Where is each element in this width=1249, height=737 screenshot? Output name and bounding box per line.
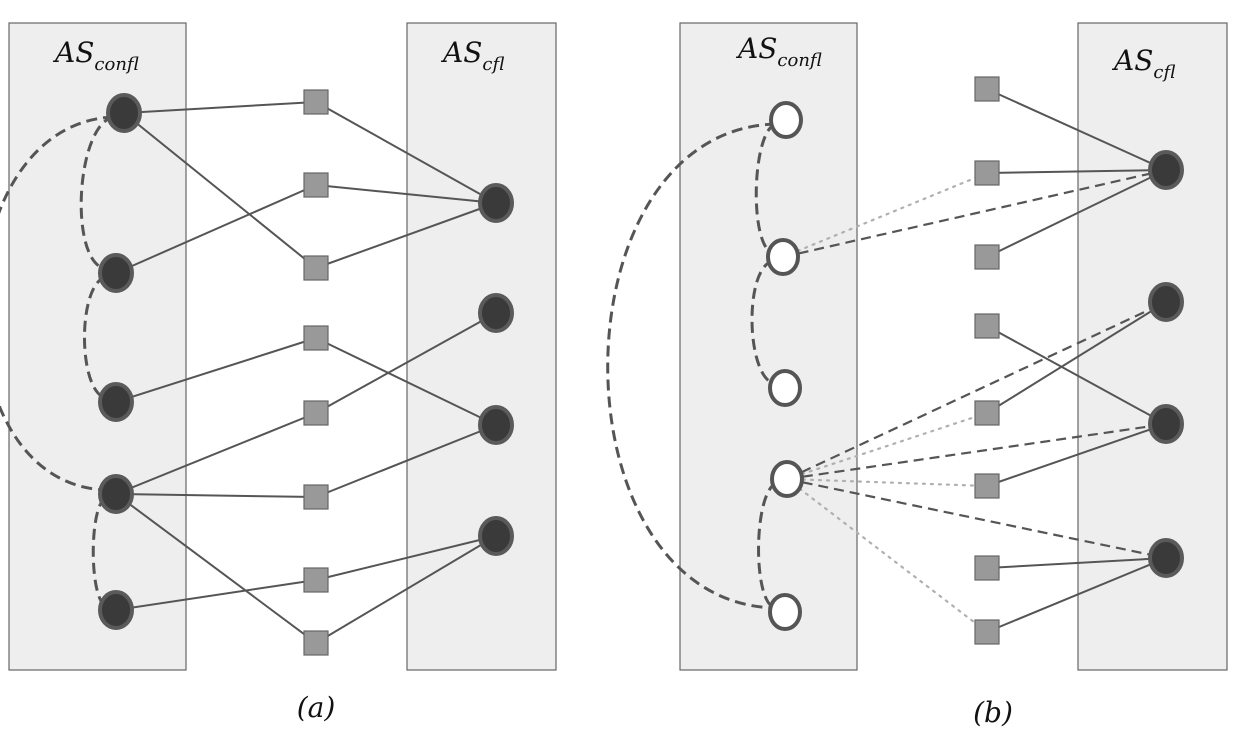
square-node <box>974 313 1000 339</box>
edges-layer <box>606 88 1167 634</box>
square-node <box>303 630 329 656</box>
conflict-arc <box>0 115 115 492</box>
solid-edge <box>986 301 1167 414</box>
filled-node <box>98 474 134 514</box>
nodes-layer <box>766 76 1184 645</box>
filled-node <box>478 293 514 333</box>
as-confl-box <box>8 22 187 671</box>
solid-edge <box>986 325 1167 425</box>
dotted-edge <box>785 477 989 634</box>
nodes-layer <box>98 89 514 656</box>
hollow-node <box>769 101 803 139</box>
square-node <box>974 160 1000 186</box>
conflict-arc <box>79 115 115 271</box>
conflict-arc <box>757 481 778 610</box>
square-node <box>974 619 1000 645</box>
square-node <box>974 473 1000 499</box>
solid-edge <box>115 184 317 274</box>
solid-edge <box>986 169 1167 174</box>
solid-edge <box>123 112 317 269</box>
dashed-edge <box>786 477 1167 560</box>
square-node <box>303 172 329 198</box>
dotted-edge <box>781 171 989 259</box>
hollow-node <box>768 369 802 407</box>
conflict-arc <box>754 122 777 255</box>
conflict-arc <box>83 275 107 400</box>
square-node <box>303 89 329 115</box>
panel-b: ASconfl AScfl (b) <box>606 22 1228 729</box>
solid-edge <box>315 337 497 426</box>
hollow-node <box>768 593 802 631</box>
solid-edge <box>986 88 1167 171</box>
solid-edge <box>315 312 497 414</box>
square-node <box>974 76 1000 102</box>
panel-b-caption: (b) <box>973 696 1013 729</box>
as-confl-label: ASconfl <box>52 36 139 75</box>
as-cfl-label: AScfl <box>1111 44 1176 83</box>
square-node <box>303 255 329 281</box>
filled-node <box>478 183 514 223</box>
square-node <box>303 484 329 510</box>
square-node <box>974 400 1000 426</box>
dotted-edge <box>785 477 989 488</box>
edges-layer <box>0 101 497 644</box>
square-node <box>303 400 329 426</box>
as-cfl-box <box>406 22 557 671</box>
solid-edge <box>986 557 1167 569</box>
filled-node <box>106 93 142 133</box>
solid-edge <box>115 493 317 498</box>
solid-edge <box>315 184 497 204</box>
panel-a-caption: (a) <box>297 691 336 724</box>
filled-node <box>98 590 134 630</box>
as-confl-box <box>679 22 858 671</box>
filled-node <box>478 405 514 445</box>
solid-edge <box>315 202 497 269</box>
solid-edge <box>315 535 497 581</box>
solid-edge <box>986 169 1167 258</box>
filled-node <box>1148 282 1184 322</box>
filled-node <box>1148 404 1184 444</box>
solid-edge <box>115 412 317 495</box>
filled-node <box>98 253 134 293</box>
square-node <box>303 567 329 593</box>
as-confl-label: ASconfl <box>735 32 822 71</box>
as-cfl-label: AScfl <box>440 36 505 75</box>
solid-edge <box>315 535 497 644</box>
solid-edge <box>315 101 497 204</box>
square-node <box>303 325 329 351</box>
solid-edge <box>115 493 317 644</box>
filled-node <box>478 516 514 556</box>
square-node <box>974 244 1000 270</box>
dashed-edge <box>786 301 1167 480</box>
hollow-node <box>770 460 804 498</box>
conflict-arc <box>606 122 777 610</box>
solid-edge <box>986 557 1167 633</box>
solid-edge <box>986 423 1167 487</box>
solid-edge <box>123 101 317 114</box>
square-node <box>974 555 1000 581</box>
solid-edge <box>115 579 317 611</box>
solid-edge <box>115 337 317 403</box>
as-cfl-box <box>1077 22 1228 671</box>
panel-a: ASconfl AScfl (a) <box>0 22 557 724</box>
dotted-edge <box>785 411 989 481</box>
filled-node <box>1148 538 1184 578</box>
solid-edge <box>315 424 497 498</box>
filled-node <box>98 382 134 422</box>
conflict-arc <box>750 259 776 386</box>
hollow-node <box>766 238 800 276</box>
filled-node <box>1148 150 1184 190</box>
dashed-edge <box>782 168 1167 259</box>
